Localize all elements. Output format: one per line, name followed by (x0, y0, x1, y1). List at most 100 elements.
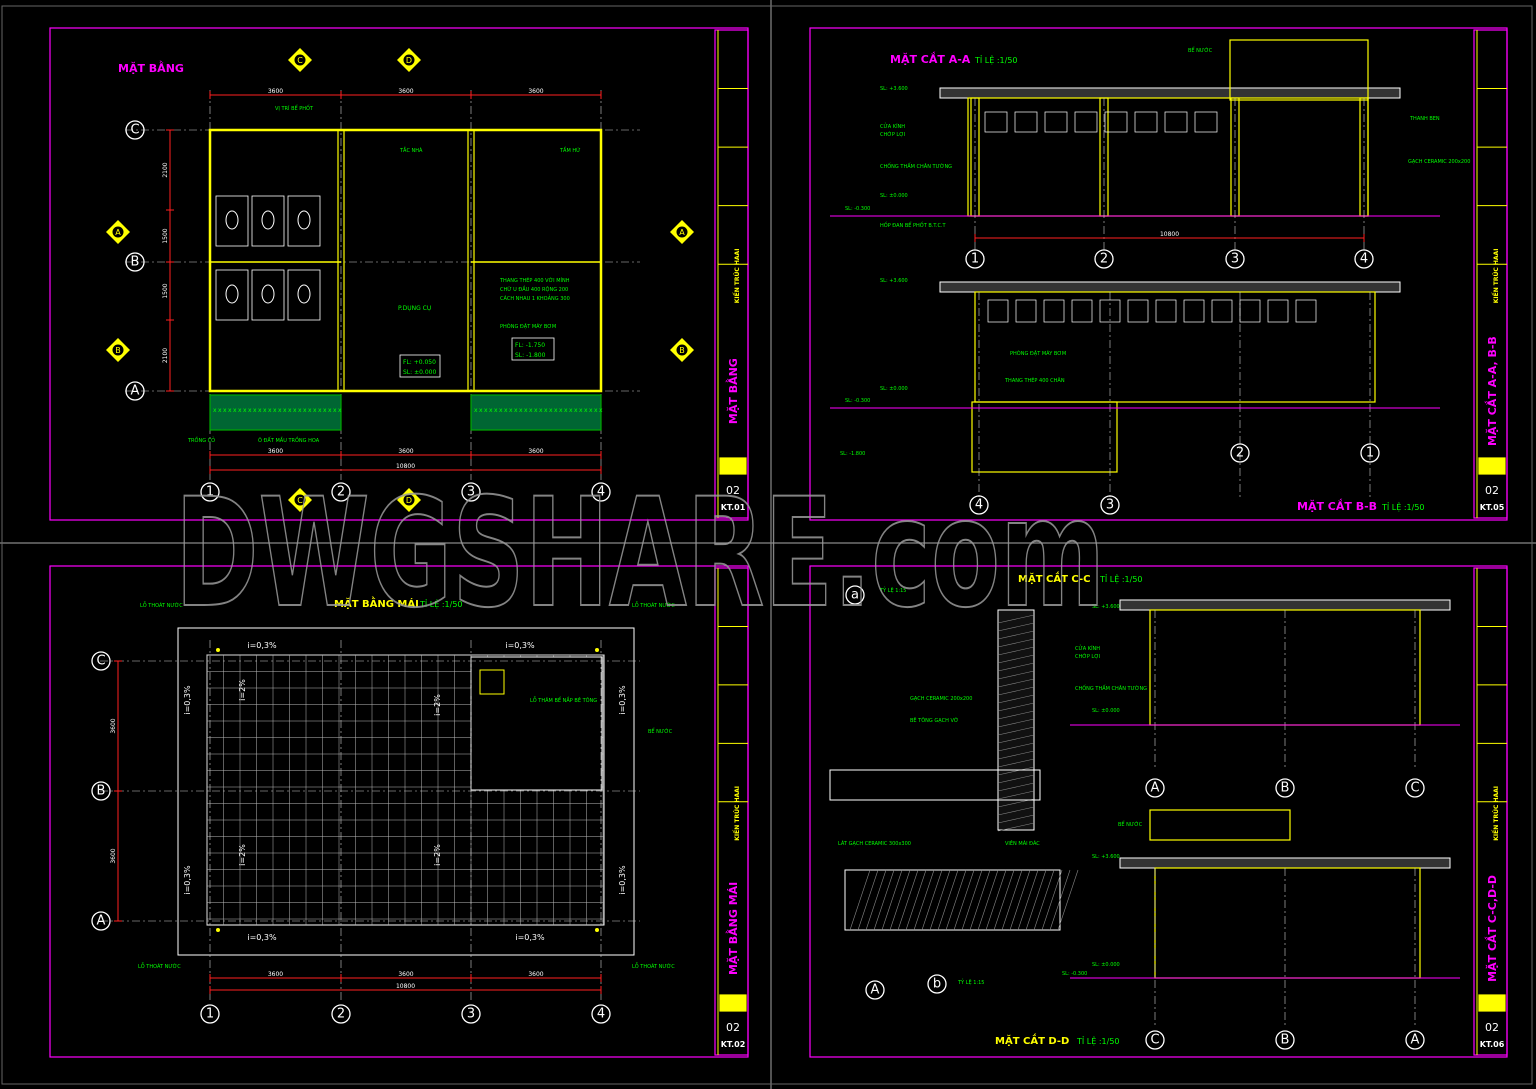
axis-bubble: B (1275, 1030, 1295, 1050)
logo-icon (719, 994, 747, 1012)
section-walls (974, 291, 1376, 403)
hatch: x (559, 407, 563, 414)
toilet-stall (287, 269, 321, 321)
detail-scale: TỶ LỆ 1:15 (957, 978, 984, 986)
hatch: x (328, 407, 332, 414)
hatch: x (549, 407, 553, 414)
roof-slab (939, 281, 1401, 293)
sheet-number: 02 (726, 1021, 740, 1034)
window-louver (1099, 299, 1121, 323)
wall-detail (997, 609, 1035, 831)
hatch: x (589, 407, 593, 414)
window-louver (1043, 299, 1065, 323)
axis-bubble: 1 (200, 1004, 220, 1024)
axis-label: 1 (206, 1007, 214, 1022)
label: CHỮ U ĐẦU 400 RỘNG 200 (500, 285, 568, 293)
axis-label: A (871, 983, 880, 998)
label-drain: LỖ THOÁT NƯỚC (632, 962, 675, 970)
detail-bubble-b: b (927, 974, 947, 994)
slope-label: i=0,3% (505, 641, 535, 650)
hatch: x (333, 407, 337, 414)
hatch: x (288, 407, 292, 414)
axis-label: B (97, 784, 106, 799)
label: Ô ĐẤT MẦU TRỒNG HOA (258, 435, 320, 444)
label: BỂ NƯỚC (648, 727, 673, 735)
interior-wall (467, 129, 475, 392)
window-louver (984, 111, 1008, 133)
label-drain: LỖ THOÁT NƯỚC (140, 601, 183, 609)
hatch (997, 742, 1035, 752)
hatch: x (273, 407, 277, 414)
hatch (997, 734, 1035, 744)
sheet3-title: MẶT BẰNG MÁI (334, 595, 419, 610)
hatch: x (313, 407, 317, 414)
axis-label: B (1281, 1033, 1290, 1048)
window-louver (1211, 299, 1233, 323)
title-block (1473, 29, 1508, 519)
axis-bubble: A (91, 911, 111, 931)
axis-label: A (1411, 1033, 1420, 1048)
slope-label: i=2% (433, 694, 442, 716)
hatch: x (233, 407, 237, 414)
window-louver (1134, 111, 1158, 133)
axis-label: b (933, 977, 941, 992)
hatch (961, 869, 983, 931)
hatch: x (564, 407, 568, 414)
hatch: x (243, 407, 247, 414)
svg-text:B: B (115, 346, 121, 355)
hatch: x (494, 407, 498, 414)
watermark: DWGSHARE.com (175, 467, 1105, 641)
hatch: x (479, 407, 483, 414)
axis-bubble: 4 (1354, 249, 1374, 269)
sheet-code: KT.06 (1480, 1040, 1505, 1049)
window-louver (1014, 111, 1038, 133)
dimension-text: 3600 (398, 448, 413, 455)
label: TẦM HỨ (559, 146, 580, 154)
hatch (997, 686, 1035, 696)
window-louver (1127, 299, 1149, 323)
hatch: x (539, 407, 543, 414)
hatch (997, 766, 1035, 776)
axis-label: 3 (1106, 498, 1114, 513)
hatch: x (308, 407, 312, 414)
svg-text:C: C (297, 496, 303, 505)
outer-wall (208, 128, 603, 393)
dimension-text: 2100 (162, 162, 169, 177)
slope-label: i=0,3% (247, 641, 277, 650)
level-text: SL: -0.300 (1062, 971, 1087, 977)
title-block (1473, 567, 1508, 1056)
title-block-title: MẶT BẰNG (725, 358, 740, 424)
label: CÁCH NHAU 1 KHOẢNG 300 (500, 294, 570, 302)
hatch (889, 869, 911, 931)
hatch: x (213, 407, 217, 414)
axis-label: 1 (971, 252, 979, 267)
label: CHỐNG THẤM CHÂN TƯỜNG (1075, 684, 1147, 692)
hatch (1057, 869, 1079, 931)
label: CỬA KÍNH (880, 122, 905, 130)
window-louver (1155, 299, 1177, 323)
level-text: FL: -1.750 (515, 342, 545, 349)
sheet-code: KT.02 (721, 1040, 746, 1049)
hatch (997, 814, 1035, 824)
title-block (714, 567, 749, 1056)
toilet-icon (297, 210, 311, 230)
sheet4-title2: MẶT CẮT D-D (995, 1032, 1069, 1047)
level-text: SL: -0.300 (845, 398, 870, 404)
label: GẠCH CERAMIC 200x200 (910, 696, 972, 702)
label: BỂ NƯỚC (1188, 46, 1213, 54)
svg-text:A: A (679, 228, 685, 237)
sheet2-scale: TỈ LỆ :1/50 (974, 54, 1018, 66)
hatch: x (278, 407, 282, 414)
label: THANG THÉP 400 CHÂN (1004, 376, 1065, 384)
axis-bubble: A (865, 980, 885, 1000)
hatch: x (303, 407, 307, 414)
dimension-text: 3600 (268, 448, 283, 455)
hatch: x (544, 407, 548, 414)
window-louver (1183, 299, 1205, 323)
label: THANG THÉP 400 VỚI MÍNH (499, 276, 570, 284)
toilet-stall (251, 269, 285, 321)
section-marker: A (670, 220, 694, 244)
title-block-company: KIẾN TRÚC HAAI (733, 249, 741, 304)
window-louver (1044, 111, 1068, 133)
